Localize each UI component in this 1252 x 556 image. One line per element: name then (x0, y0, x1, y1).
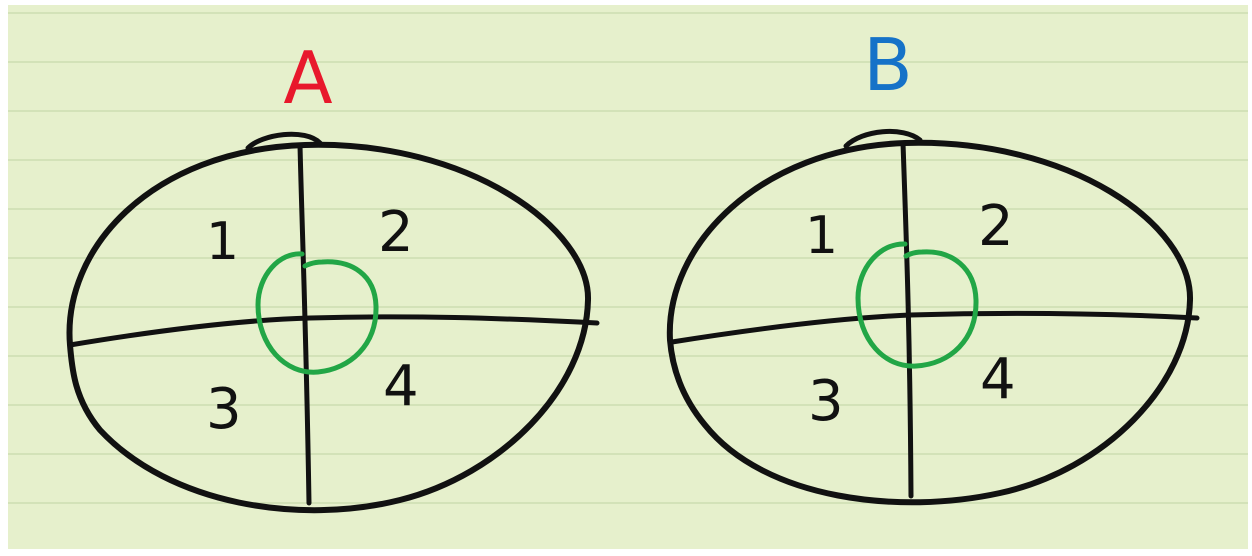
panel-a-quadrant-2: 2 (378, 200, 414, 265)
panel-a-quadrant-3: 3 (206, 377, 242, 442)
panel-a-title: A (283, 36, 332, 120)
panel-b-quadrant-3: 3 (808, 369, 844, 434)
panel-a-quadrant-1: 1 (206, 212, 239, 272)
panel-b-quadrant-1: 1 (805, 206, 838, 266)
panel-b-quadrant-4: 4 (980, 347, 1016, 412)
panel-b-quadrant-2: 2 (978, 194, 1014, 259)
panel-b-title: B (863, 23, 912, 107)
paper-background (8, 5, 1248, 549)
panel-a-quadrant-4: 4 (383, 354, 419, 419)
